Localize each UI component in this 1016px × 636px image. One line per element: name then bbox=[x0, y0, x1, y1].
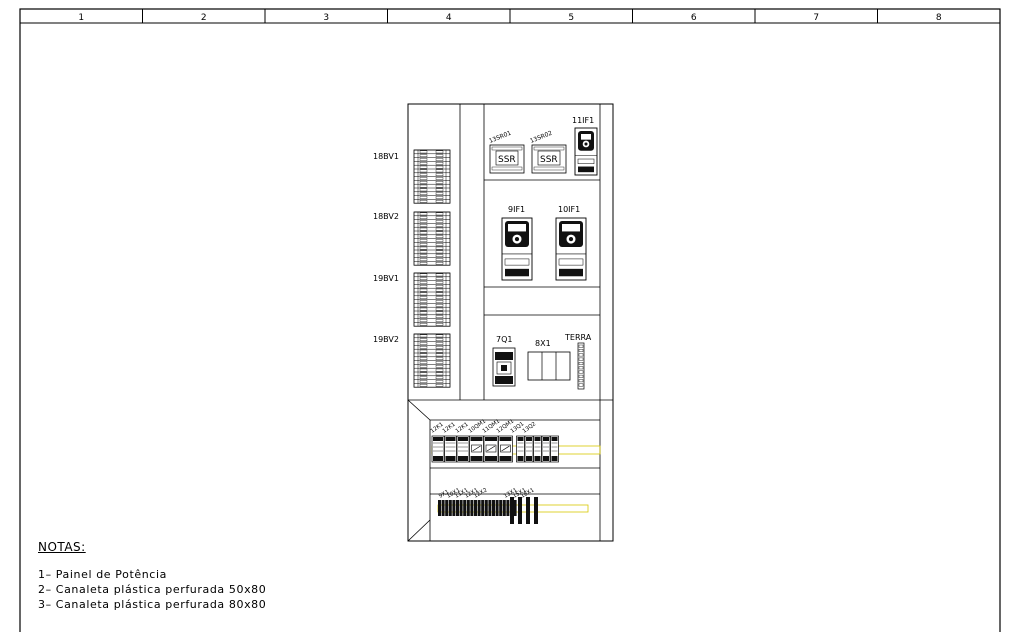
panel-outline bbox=[407, 103, 614, 542]
lower-rail-terminal bbox=[502, 500, 506, 516]
ground-label: TERRA bbox=[564, 333, 592, 342]
breaker-label: 7Q1 bbox=[496, 335, 512, 344]
drive-10if1 bbox=[555, 217, 587, 281]
upper-rail-device bbox=[550, 435, 559, 463]
lower-rail-terminal bbox=[459, 500, 463, 516]
lower-rail-terminal bbox=[438, 500, 441, 516]
drive-11if1 bbox=[574, 127, 598, 176]
column-label-3: 3 bbox=[323, 13, 329, 23]
lower-rail-terminal bbox=[499, 500, 503, 516]
note-item-2: 2– Canaleta plástica perfurada 50x80 bbox=[38, 583, 267, 596]
column-label-5: 5 bbox=[568, 13, 574, 23]
terminal-stack-1 bbox=[413, 149, 451, 204]
corner-diag-top bbox=[407, 399, 431, 421]
note-item-3: 3– Canaleta plástica perfurada 80x80 bbox=[38, 598, 267, 611]
upper-rail-tag: 12K1 bbox=[455, 422, 470, 435]
lower-rail-terminal bbox=[495, 500, 499, 516]
column-label-4: 4 bbox=[446, 13, 452, 23]
column-dividers bbox=[142, 9, 878, 23]
ssr-module-2: SSR bbox=[531, 144, 567, 174]
upper-rail-device bbox=[516, 435, 525, 463]
lower-rail-terminal bbox=[466, 500, 470, 516]
upper-rail-device bbox=[533, 435, 542, 463]
lower-rail-terminal bbox=[441, 500, 445, 516]
lower-rail-terminal bbox=[474, 500, 477, 516]
ssr-label-2: SSR bbox=[540, 155, 558, 165]
terminal-block-8x1 bbox=[527, 351, 571, 381]
upper-rail-device bbox=[498, 435, 513, 463]
notes-section: NOTAS: 1– Painel de Potência 2– Canaleta… bbox=[38, 540, 266, 613]
lower-rail-terminal bbox=[513, 500, 517, 516]
drive-9if1 bbox=[501, 217, 533, 281]
lower-rail-terminal bbox=[484, 500, 488, 516]
terminal-stack-2 bbox=[413, 211, 451, 266]
column-labels: 1 2 3 4 5 6 7 8 bbox=[78, 13, 942, 23]
lower-rail-tag: 9X1 bbox=[438, 489, 450, 500]
lower-rail-connector bbox=[510, 497, 514, 524]
upper-rail-device bbox=[431, 435, 445, 463]
sheet-border bbox=[19, 8, 1001, 636]
note-item-1: 1– Painel de Potência bbox=[38, 568, 167, 581]
drive-label-9if1: 9IF1 bbox=[508, 205, 525, 214]
drive-label-10if1: 10IF1 bbox=[558, 205, 580, 214]
lower-rail-terminal bbox=[463, 500, 467, 516]
lower-rail-terminal bbox=[488, 500, 492, 516]
column-label-6: 6 bbox=[691, 13, 697, 23]
ssr-label-1: SSR bbox=[498, 155, 516, 165]
lower-rail-connector bbox=[518, 497, 522, 524]
label-19bv2: 19BV2 bbox=[373, 335, 399, 344]
lower-rail-terminal bbox=[506, 500, 510, 516]
upper-rail-device bbox=[483, 435, 499, 463]
upper-rail-device bbox=[456, 435, 470, 463]
notes-title: NOTAS: bbox=[38, 540, 86, 554]
upper-rail-device bbox=[541, 435, 551, 463]
label-18bv1: 18BV1 bbox=[373, 152, 399, 161]
terminal-stack-4 bbox=[413, 333, 451, 388]
terminal-stacks bbox=[413, 149, 451, 388]
lower-rail-connector bbox=[534, 497, 538, 524]
terminal-stack-3 bbox=[413, 272, 451, 327]
lower-rail-terminal bbox=[477, 500, 481, 516]
corner-diag-bottom bbox=[407, 519, 431, 542]
ground-bar bbox=[577, 342, 585, 390]
breaker-7q1 bbox=[492, 347, 516, 387]
column-label-2: 2 bbox=[201, 13, 207, 23]
upper-rail-device bbox=[524, 435, 534, 463]
lower-rail-terminal bbox=[481, 500, 485, 516]
lower-rail-connector bbox=[526, 497, 530, 524]
label-18bv2: 18BV2 bbox=[373, 212, 399, 221]
lower-rail-devices bbox=[438, 497, 538, 524]
upper-rail-device bbox=[444, 435, 457, 463]
upper-rail-devices bbox=[431, 435, 559, 463]
lower-rail-terminal bbox=[470, 500, 474, 516]
column-label-1: 1 bbox=[78, 13, 84, 23]
terminal-block-label: 8X1 bbox=[535, 339, 551, 348]
lower-rail-terminal bbox=[448, 500, 452, 516]
column-label-7: 7 bbox=[813, 13, 819, 23]
drive-label-11if1: 11IF1 bbox=[572, 116, 594, 125]
ssr-tag-2: 13SR02 bbox=[529, 130, 553, 145]
upper-rail-device bbox=[469, 435, 484, 463]
lower-rail-terminal bbox=[445, 500, 449, 516]
ssr-module-1: SSR bbox=[489, 144, 525, 174]
lower-rail-terminal bbox=[452, 500, 456, 516]
upper-rail-tag: 12K1 bbox=[442, 422, 457, 435]
lower-rail-terminal bbox=[492, 500, 495, 516]
ssr-tag-1: 13SR01 bbox=[488, 130, 512, 145]
column-label-8: 8 bbox=[936, 13, 942, 23]
label-19bv1: 19BV1 bbox=[373, 274, 399, 283]
lower-rail-terminal bbox=[456, 500, 459, 516]
upper-rail-tag: 13Q2 bbox=[522, 421, 538, 434]
